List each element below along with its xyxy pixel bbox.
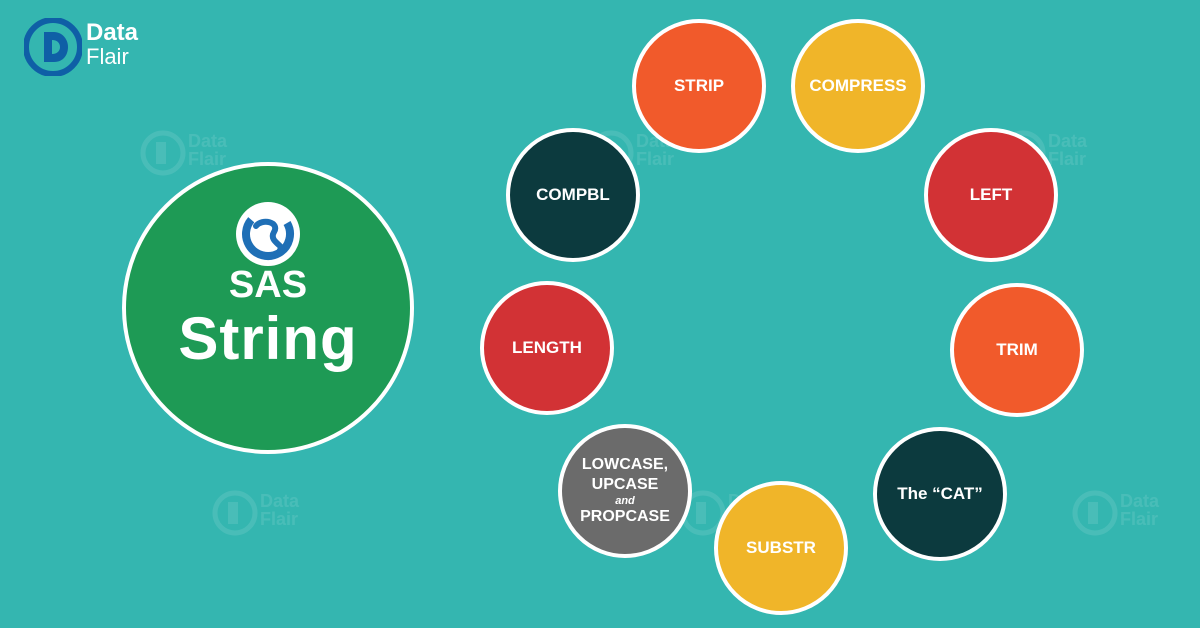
hero-subtitle: SAS (228, 264, 308, 306)
function-case-circle[interactable]: LOWCASE, UPCASE and PROPCASE (558, 424, 692, 558)
function-compbl-circle[interactable]: COMPBL (506, 128, 640, 262)
function-left-circle[interactable]: LEFT (924, 128, 1058, 262)
function-strip-label: STRIP (673, 76, 725, 95)
dataflair-watermark-icon (212, 490, 258, 536)
sas-string-hero-circle: SAS String (122, 162, 414, 454)
dataflair-logo[interactable]: Data Flair (24, 18, 174, 78)
function-cat-label: The “CAT” (897, 484, 983, 503)
logo-data-text: Data (86, 19, 139, 46)
hero-title: String (178, 305, 358, 372)
dataflair-logo-icon (24, 18, 82, 76)
function-strip-circle[interactable]: STRIP (632, 19, 766, 153)
function-trim-circle[interactable]: TRIM (950, 283, 1084, 417)
function-left-label: LEFT (969, 185, 1013, 204)
function-compress-label: COMPRESS (809, 76, 907, 95)
function-case-label: LOWCASE, UPCASE and PROPCASE (580, 456, 670, 525)
function-compbl-label: COMPBL (536, 185, 610, 204)
function-cat-circle[interactable]: The “CAT” (873, 427, 1007, 561)
function-compress-circle[interactable]: COMPRESS (791, 19, 925, 153)
logo-flair-text: Flair (86, 44, 129, 69)
sas-logo-icon (236, 202, 300, 266)
function-length-circle[interactable]: LENGTH (480, 281, 614, 415)
dataflair-watermark-icon (1072, 490, 1118, 536)
dataflair-watermark-icon (140, 130, 186, 176)
function-length-label: LENGTH (512, 338, 582, 357)
function-trim-label: TRIM (996, 340, 1038, 359)
function-substr-circle[interactable]: SUBSTR (714, 481, 848, 615)
function-substr-label: SUBSTR (746, 538, 816, 557)
